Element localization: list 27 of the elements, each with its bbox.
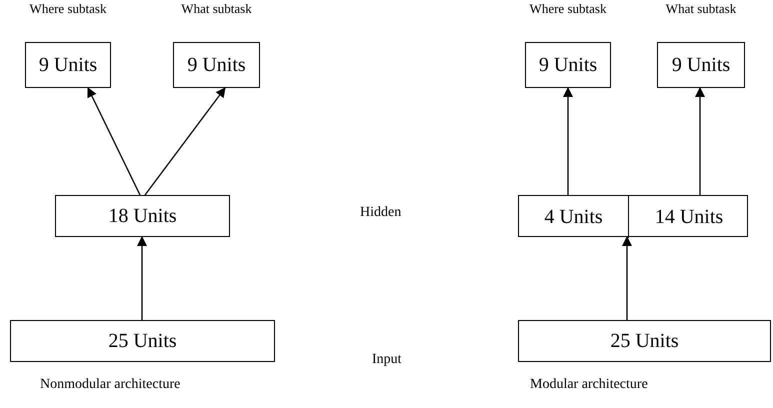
unit-count: 25 Units: [610, 330, 679, 352]
arrow: [144, 87, 226, 196]
unit-count: 18 Units: [108, 204, 177, 228]
subtask-label: Where subtask: [530, 1, 606, 17]
architecture-caption: Nonmodular architecture: [40, 377, 180, 393]
unit-count: 9 Units: [672, 54, 730, 76]
layer-label: Input: [372, 352, 402, 368]
layer-box: [55, 195, 230, 237]
arrow: [137, 236, 147, 320]
arrow: [695, 87, 705, 195]
arrow: [87, 87, 141, 196]
layer-box: [10, 320, 275, 362]
unit-count: 9 Units: [187, 54, 246, 76]
unit-count: 9 Units: [538, 54, 598, 76]
architecture-caption: Modular architecture: [530, 377, 648, 393]
unit-count: 4 Units: [544, 206, 603, 228]
subtask-label: Where subtask: [30, 1, 106, 17]
layer-label: Hidden: [360, 205, 402, 221]
unit-count: 14 Units: [654, 206, 724, 228]
unit-count: 25 Units: [108, 330, 177, 352]
subtask-label: What subtask: [181, 1, 252, 17]
arrow: [622, 236, 632, 320]
layer-box: [518, 320, 771, 362]
subtask-label: What subtask: [666, 1, 736, 17]
layer-group-box: [518, 195, 748, 237]
arrow: [563, 87, 573, 195]
unit-count: 9 Units: [38, 54, 98, 76]
